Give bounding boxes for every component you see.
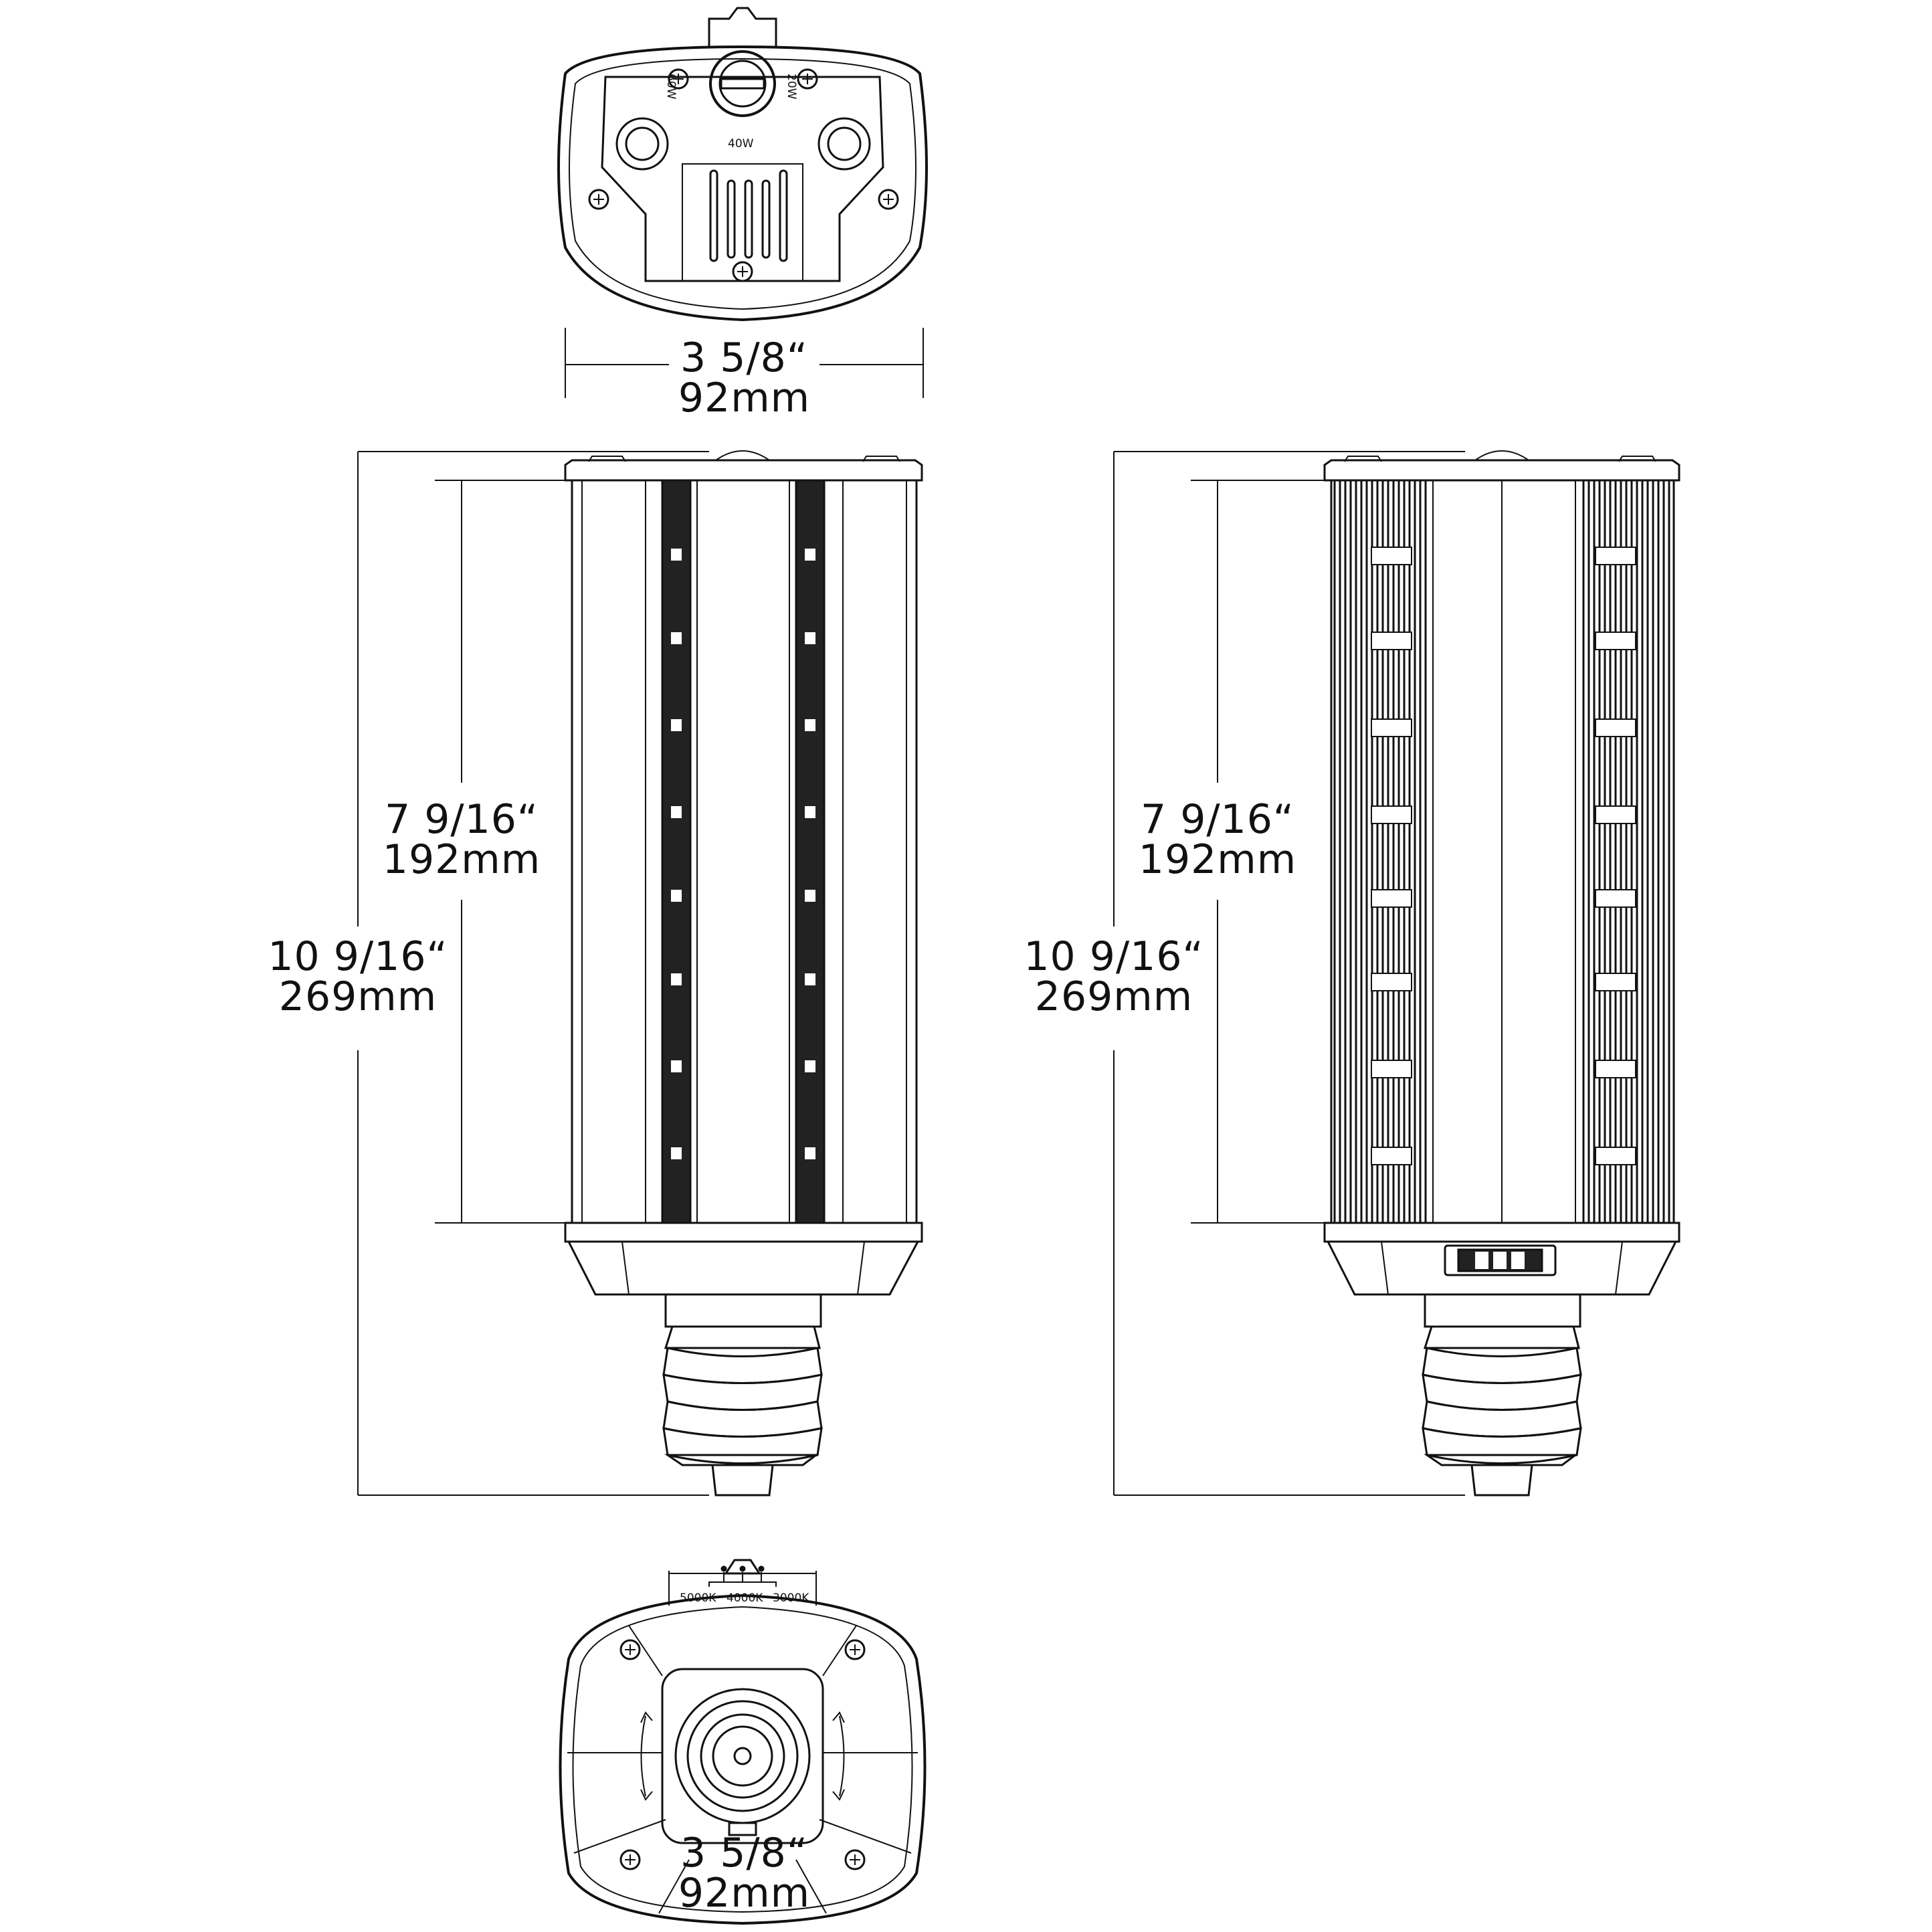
top-screw [878,189,899,210]
side-body-dimension: 7 9/16“ 192mm [1127,799,1308,880]
top-width-imperial: 3 5/8“ [680,334,808,381]
dial-label-40w: 40W [728,137,754,151]
side-body-imperial: 7 9/16“ [1140,796,1295,843]
led-markers-left [671,549,682,1159]
front-overall-dimension: 10 9/16“ 269mm [254,937,462,1017]
top-screw [588,189,609,210]
bottom-screw [844,1639,866,1660]
bottom-screw [619,1639,641,1660]
side-overall-dimension: 10 9/16“ 269mm [1010,937,1218,1017]
top-screw [732,261,753,282]
top-width-dimension: 3 5/8“ 92mm [669,338,819,418]
front-overall-imperial: 10 9/16“ [268,933,448,980]
dial-label-20w: 20W [785,74,798,100]
bottom-screw [844,1849,866,1870]
side-overall-metric: 269mm [1034,973,1193,1020]
fins-right [1582,480,1670,1223]
fins-left [1333,480,1427,1223]
rotate-arrow-left [640,1711,653,1801]
bottom-width-dimension: 3 5/8“ 92mm [669,1833,819,1913]
top-screw [797,68,818,90]
top-screw [668,68,689,90]
cct-label-5000k: 5000K [680,1591,716,1605]
bottom-width-imperial: 3 5/8“ [680,1830,808,1876]
side-screw-base [1422,1325,1582,1496]
fin-bands [1371,547,1636,1165]
top-width-metric: 92mm [678,375,811,421]
side-view [1113,450,1680,1496]
bottom-width-metric: 92mm [678,1870,811,1917]
front-screw-base [662,1325,823,1496]
cct-label-3000k: 3000K [773,1591,809,1605]
led-markers-right [805,549,815,1159]
side-overall-imperial: 10 9/16“ [1024,933,1204,980]
front-body-metric: 192mm [382,836,541,883]
bottom-screw [619,1849,641,1870]
cct-label-4000k: 4000K [727,1591,763,1605]
front-body-imperial: 7 9/16“ [384,796,539,843]
front-view [357,450,923,1496]
top-view: 60W 20W 40W [557,7,928,398]
front-overall-metric: 269mm [278,973,438,1020]
rotate-arrow-right [832,1711,845,1801]
dial-label-60w: 60W [664,74,678,100]
front-body-dimension: 7 9/16“ 192mm [371,799,552,880]
side-body-metric: 192mm [1138,836,1297,883]
bottom-view: 5000K 4000K 3000K [559,1559,927,1925]
